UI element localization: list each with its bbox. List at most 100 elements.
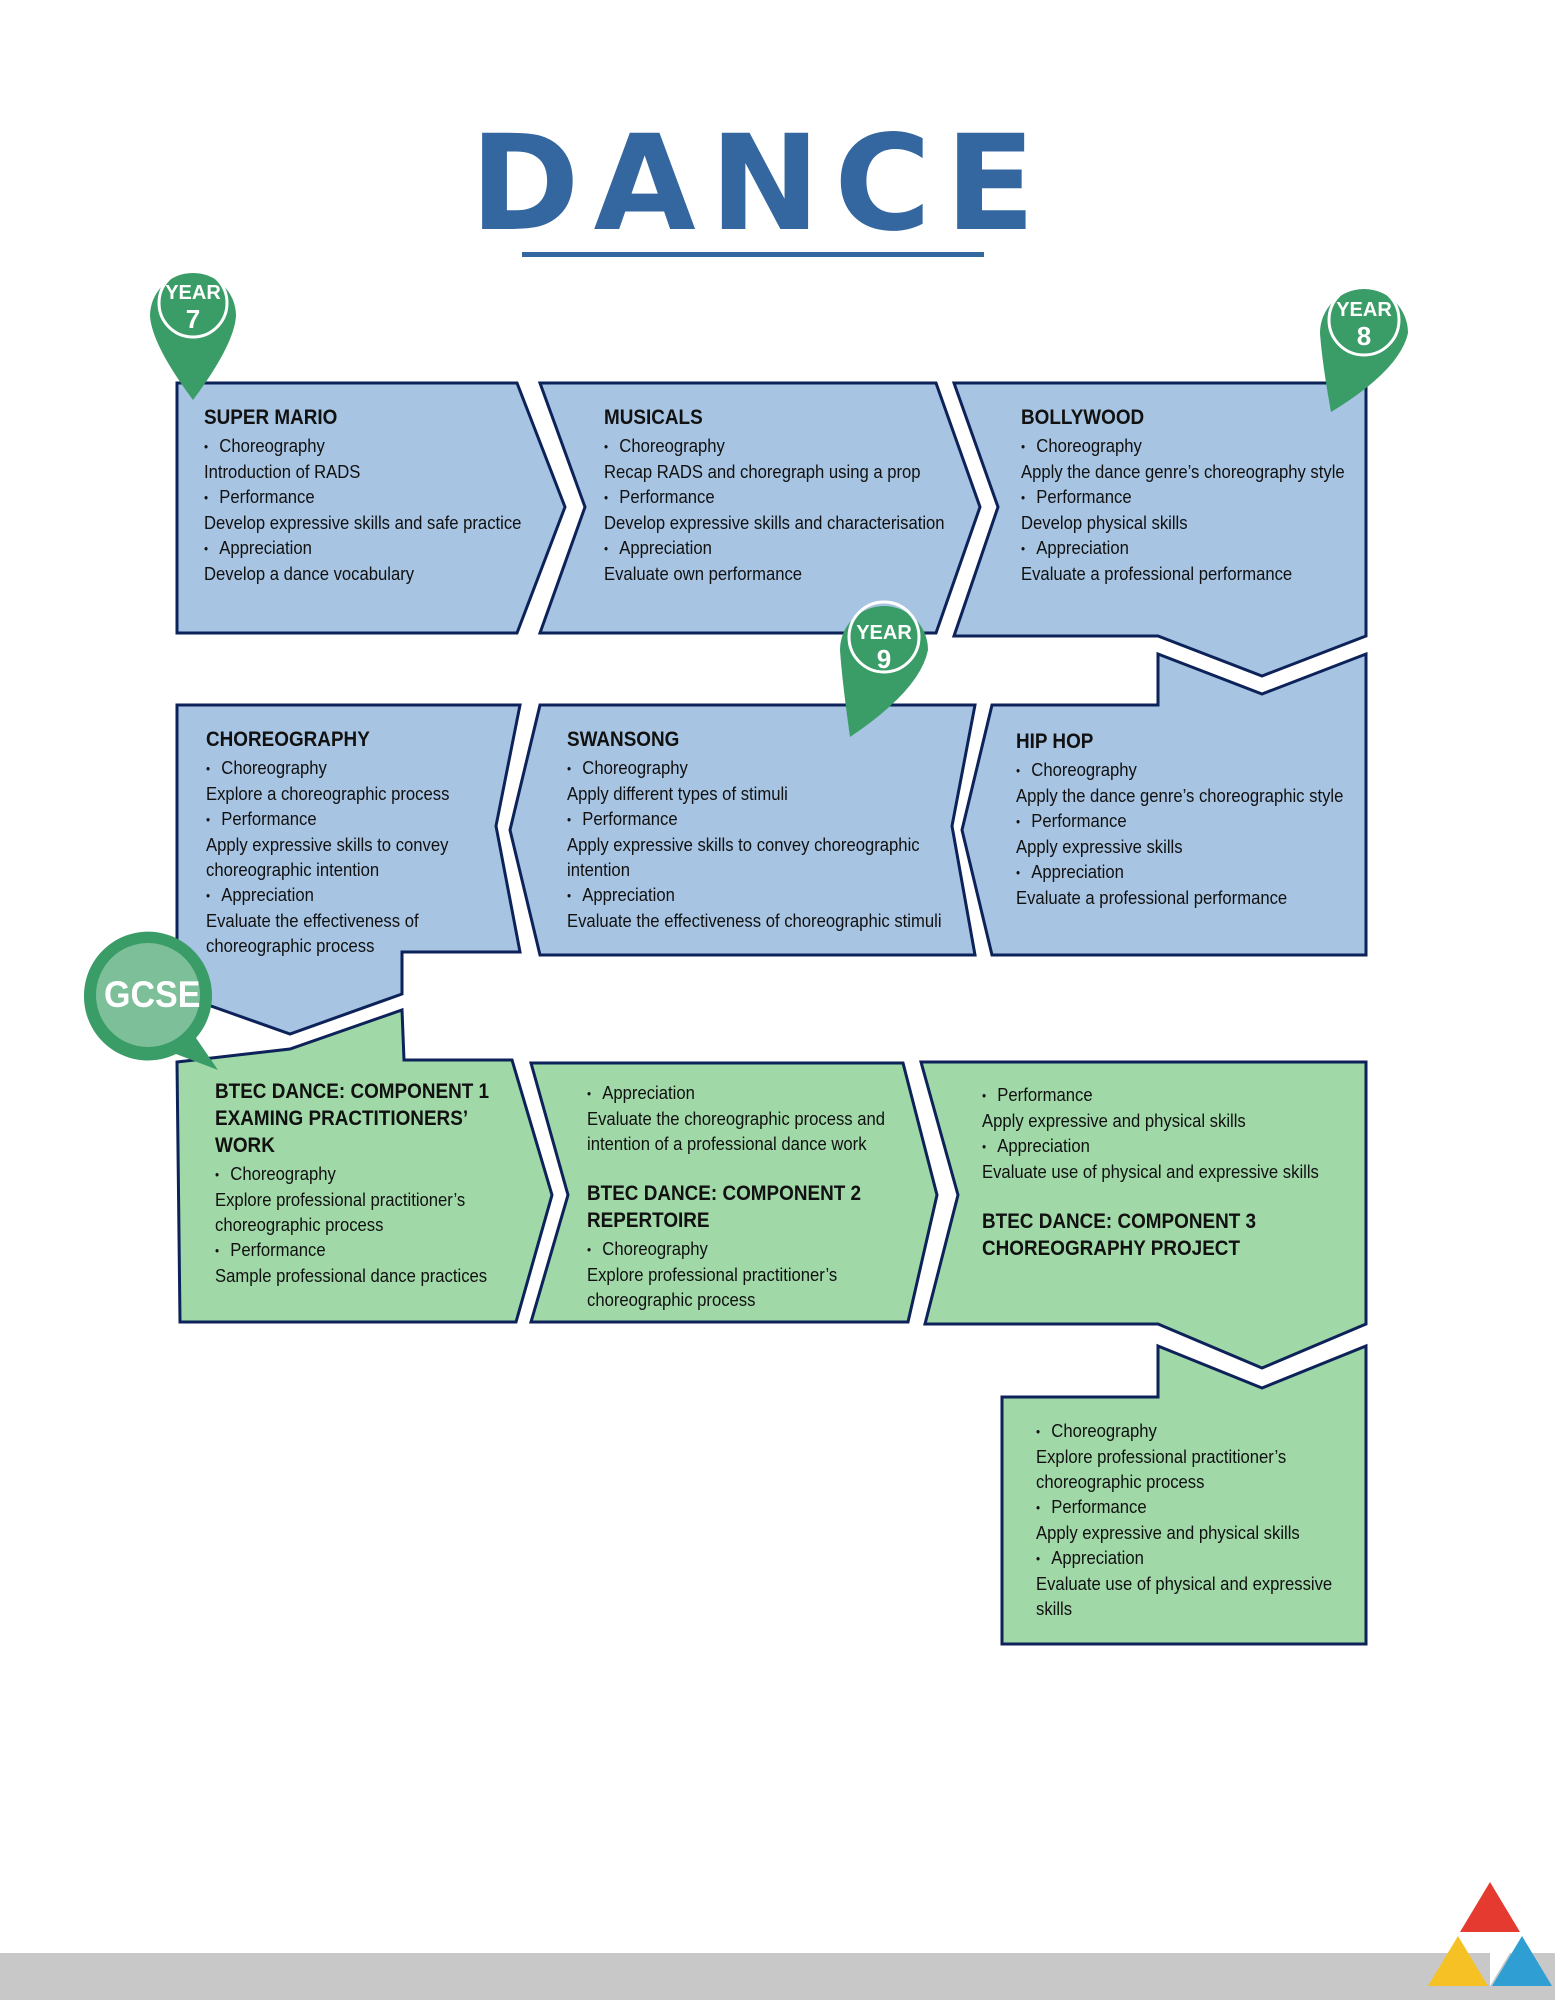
box-line: Develop physical skills [1021,512,1188,533]
bullet-label: Appreciation [604,535,945,561]
title-underline [522,252,984,257]
box-musicals: MUSICALS Choreography Recap RADS and cho… [604,404,945,586]
box-line: choreographic process [215,1214,384,1235]
bullet-label: Choreography [215,1161,489,1187]
box-line: Evaluate a professional performance [1016,887,1288,908]
box-heading: CHOREOGRAPHY [206,728,370,751]
bullet-label: Performance [1021,484,1345,510]
box-choreography-shape [175,703,522,1036]
bullet-label: Appreciation [567,882,942,908]
box-line: Apply the dance genre’s choreographic st… [1016,785,1344,806]
box-heading: BTEC DANCE: COMPONENT 3 [982,1210,1257,1233]
box-btec2: Appreciation Evaluate the choreographic … [587,1080,885,1312]
box-line: Apply expressive skills [1016,836,1183,857]
year8-pin-label: YEAR 8 [1334,298,1394,350]
year9-pin-icon [840,600,928,737]
box-line: Evaluate use of physical and expressive [1036,1573,1333,1594]
bullet-label: Choreography [1036,1418,1332,1444]
bullet-label: Performance [604,484,945,510]
box-heading: CHOREOGRAPHY PROJECT [982,1237,1241,1260]
bullet-label: Appreciation [982,1133,1319,1159]
bullet-label: Choreography [1021,433,1345,459]
box-heading: MUSICALS [604,406,703,429]
triangle-logo-icon [1428,1882,1552,1986]
year8-pin-line1: YEAR [1336,299,1392,321]
box-super-mario: SUPER MARIO Choreography Introduction of… [204,404,521,586]
box-line: Apply expressive skills to convey [206,834,449,855]
box-line: Apply different types of stimuli [567,783,788,804]
box-line: Apply the dance genre’s choreography sty… [1021,461,1345,482]
box-heading: BTEC DANCE: COMPONENT 1 [215,1080,490,1103]
box-line: Evaluate the choreographic process and [587,1108,886,1129]
box-line: Apply expressive skills to convey choreo… [567,834,920,855]
box-line: Explore a choreographic process [206,783,450,804]
box-swansong: SWANSONG Choreography Apply different ty… [567,726,942,933]
box-line: Apply expressive and physical skills [1036,1522,1300,1543]
year9-pin-line2: 9 [876,644,892,674]
box-line: Develop a dance vocabulary [204,563,415,584]
box-line: choreographic process [206,935,375,956]
bullet-label: Performance [567,806,942,832]
spacer [587,1156,885,1180]
bullet-label: Appreciation [204,535,521,561]
year7-pin-line2: 7 [185,304,201,334]
bullet-label: Performance [215,1237,489,1263]
box-hip-hop: HIP HOP Choreography Apply the dance gen… [1016,728,1343,910]
box-line: choreographic process [1036,1471,1205,1492]
box-line: Explore professional practitioner’s [1036,1446,1287,1467]
bullet-label: Appreciation [1021,535,1345,561]
box-line: intention of a professional dance work [587,1133,867,1154]
gcse-pin-icon [83,931,218,1070]
box-line: Evaluate the effectiveness of [206,910,419,931]
box-line: Evaluate own performance [604,563,803,584]
box-line: Evaluate a professional performance [1021,563,1293,584]
box-line: skills [1036,1598,1073,1619]
box-heading: REPERTOIRE [587,1209,710,1232]
box-line: Recap RADS and choregraph using a prop [604,461,921,482]
year8-pin-icon [1320,283,1408,412]
bullet-label: Performance [982,1082,1319,1108]
bullet-label: Choreography [604,433,945,459]
box-btec3-cont: Choreography Explore professional practi… [1036,1418,1332,1621]
bullet-label: Appreciation [1016,859,1343,885]
bullet-label: Appreciation [587,1080,885,1106]
year8-pin-line2: 8 [1356,321,1372,351]
year7-pin-icon [150,267,236,400]
bullet-label: Choreography [1016,757,1343,783]
bullet-label: Performance [1016,808,1343,834]
box-line: Develop expressive skills and characteri… [604,512,945,533]
box-line: intention [567,859,630,880]
box-bollywood: BOLLYWOOD Choreography Apply the dance g… [1021,404,1345,586]
box-line: Evaluate use of physical and expressive … [982,1161,1319,1182]
year9-pin-line1: YEAR [856,622,912,644]
bullet-label: Appreciation [206,882,449,908]
bullet-label: Choreography [587,1236,885,1262]
box-line: choreographic process [587,1289,756,1310]
box-heading: WORK [215,1134,275,1157]
box-heading: SWANSONG [567,728,680,751]
box-heading: BTEC DANCE: COMPONENT 2 [587,1182,862,1205]
box-line: Apply expressive and physical skills [982,1110,1246,1131]
box-choreography: CHOREOGRAPHY Choreography Explore a chor… [206,726,449,958]
box-heading: HIP HOP [1016,730,1094,753]
box-line: Explore professional practitioner’s [587,1264,838,1285]
box-line: Evaluate the effectiveness of choreograp… [567,910,942,931]
bullet-label: Performance [1036,1494,1332,1520]
box-heading: EXAMING PRACTITIONERS’ [215,1107,469,1130]
bullet-label: Choreography [206,755,449,781]
footer-bar [0,1953,1555,2000]
page-title: DANCE [470,107,1050,261]
box-line: Explore professional practitioner’s [215,1189,466,1210]
bullet-label: Performance [204,484,521,510]
box-heading: BOLLYWOOD [1021,406,1145,429]
bullet-label: Appreciation [1036,1545,1332,1571]
box-line: Sample professional dance practices [215,1265,488,1286]
bullet-label: Performance [206,806,449,832]
year9-pin-label: YEAR 9 [854,621,914,673]
year7-pin-label: YEAR 7 [163,281,223,333]
gcse-pin-label: GCSE [104,974,201,1015]
year7-pin-line1: YEAR [165,282,221,304]
box-btec1: BTEC DANCE: COMPONENT 1 EXAMING PRACTITI… [215,1078,489,1288]
